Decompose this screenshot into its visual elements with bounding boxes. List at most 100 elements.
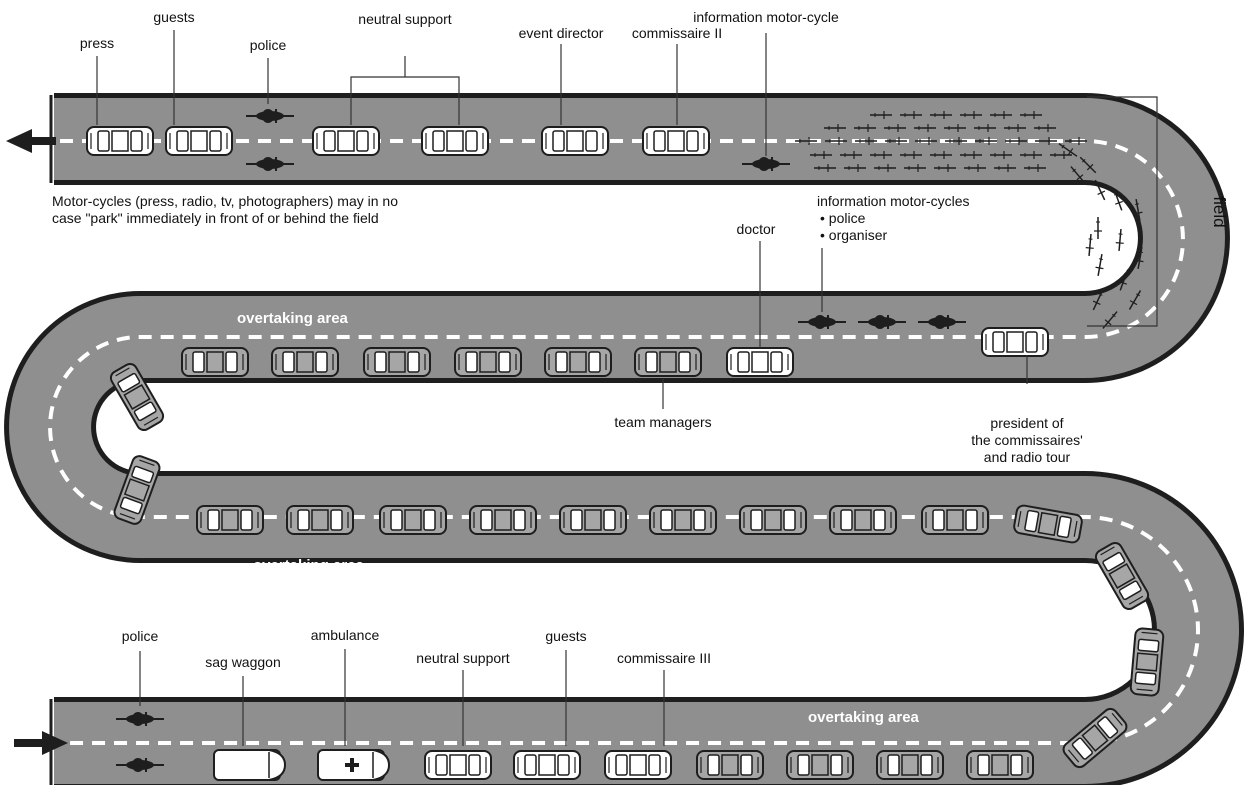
cyclist-icon xyxy=(825,137,847,145)
cyclist-icon xyxy=(1095,254,1104,276)
information-motorcycle-icon xyxy=(798,315,846,329)
cyclist-icon xyxy=(994,164,1016,172)
cyclist-icon xyxy=(1070,166,1086,184)
team-manager-car xyxy=(109,362,165,432)
team-manager-car xyxy=(649,505,717,535)
cyclist-icon xyxy=(884,124,906,132)
team-manager-car xyxy=(1094,541,1150,611)
doctor-label: doctor xyxy=(737,221,776,237)
press-car xyxy=(86,126,154,156)
cyclist-icon xyxy=(1005,137,1027,145)
police-motorcycle-icon xyxy=(246,157,294,171)
team-manager-car xyxy=(363,347,431,377)
cyclist-icon xyxy=(1092,289,1104,311)
guests-car xyxy=(165,126,233,156)
team-manager-car xyxy=(786,750,854,780)
team-manager-car xyxy=(876,750,944,780)
team-manager-car xyxy=(921,505,989,535)
leader-lines xyxy=(96,30,1158,746)
guests-label: guests xyxy=(153,9,194,25)
road-center-dash xyxy=(48,139,1200,745)
cyclist-icon xyxy=(1035,137,1057,145)
overtaking-area-label: overtaking area xyxy=(237,310,349,327)
cyclist-icon xyxy=(824,124,846,132)
cyclist-icon xyxy=(1119,269,1129,291)
motorcycle-note-line1: Motor-cycles (press, radio, tv, photogra… xyxy=(52,193,398,209)
vehicles xyxy=(86,109,1165,781)
direction-arrows xyxy=(6,129,68,755)
exit-arrow-icon xyxy=(6,129,56,153)
cyclist-icon xyxy=(900,111,922,119)
cyclist-icon xyxy=(1065,137,1087,145)
commissaire-2-label: commissaire II xyxy=(632,25,722,41)
info-motorcycles-item: • police xyxy=(820,210,866,226)
team-manager-car xyxy=(634,347,702,377)
cyclist-icon xyxy=(814,164,836,172)
cyclist-icon xyxy=(1058,143,1078,157)
overtaking-area-label: overtaking area xyxy=(808,709,920,726)
cyclist-icon xyxy=(934,164,956,172)
information-motorcycle-icon xyxy=(742,157,790,171)
neutral-support-car xyxy=(421,126,489,156)
president-label-line2: the commissaires' xyxy=(971,432,1083,448)
team-manager-car xyxy=(196,505,264,535)
commissaire-2-car xyxy=(642,126,710,156)
team-manager-car xyxy=(739,505,807,535)
cyclist-icon xyxy=(975,137,997,145)
cyclist-icon xyxy=(854,124,876,132)
cyclist-icon xyxy=(855,137,877,145)
police-motorcycle-icon xyxy=(246,109,294,123)
team-manager-car xyxy=(559,505,627,535)
cyclist-icon xyxy=(874,164,896,172)
police-motorcycle-icon xyxy=(116,712,164,726)
team-manager-car xyxy=(696,750,764,780)
cyclist-icon xyxy=(930,111,952,119)
team-manager-car xyxy=(271,347,339,377)
cyclist-icon xyxy=(915,137,937,145)
team-manager-car xyxy=(544,347,612,377)
doctor-car xyxy=(726,347,794,377)
cyclist-icon xyxy=(990,111,1012,119)
team-manager-car xyxy=(1062,707,1128,769)
team-manager-car xyxy=(286,505,354,535)
neutral-support-label: neutral support xyxy=(358,11,452,27)
information-motorcycle-icon xyxy=(858,315,906,329)
team-manager-car xyxy=(454,347,522,377)
police-label: police xyxy=(122,628,159,644)
guests-car xyxy=(513,750,581,780)
commissaire-3-label: commissaire III xyxy=(617,650,711,666)
cyclist-icon xyxy=(1094,217,1102,239)
cyclist-icon xyxy=(1128,290,1142,310)
team-manager-car xyxy=(829,505,897,535)
info-motorcycles-item: • organiser xyxy=(820,227,887,243)
cyclist-icon xyxy=(945,137,967,145)
cyclist-icon xyxy=(944,124,966,132)
entry-arrow-icon xyxy=(14,731,68,755)
team-manager-car xyxy=(379,505,447,535)
cyclist-icon xyxy=(840,151,862,159)
president-label-line1: president of xyxy=(990,415,1063,431)
team-manager-car xyxy=(113,455,161,525)
team-manager-car xyxy=(1129,627,1165,697)
cyclist-icon xyxy=(1135,247,1144,269)
cyclist-icon xyxy=(810,151,832,159)
cyclist-icon xyxy=(1020,151,1042,159)
police-label: police xyxy=(250,37,287,53)
team-manager-car xyxy=(181,347,249,377)
cyclist-icon xyxy=(960,111,982,119)
cyclist-icon xyxy=(900,151,922,159)
cyclist-icon xyxy=(1094,179,1106,201)
guests-label: guests xyxy=(545,628,586,644)
cyclist-icon xyxy=(964,164,986,172)
commissaire-3-car xyxy=(604,750,672,780)
motorcycle-note-line2: case "park" immediately in front of or b… xyxy=(52,210,379,226)
road xyxy=(4,93,1244,785)
field-label: field xyxy=(1210,196,1229,227)
event-director-label: event director xyxy=(519,25,604,41)
info-motorcycles-title: information motor-cycles xyxy=(817,193,970,209)
team-managers-label: team managers xyxy=(614,414,711,430)
cyclist-icon xyxy=(1004,124,1026,132)
cyclist-icon xyxy=(930,151,952,159)
team-manager-car xyxy=(469,505,537,535)
